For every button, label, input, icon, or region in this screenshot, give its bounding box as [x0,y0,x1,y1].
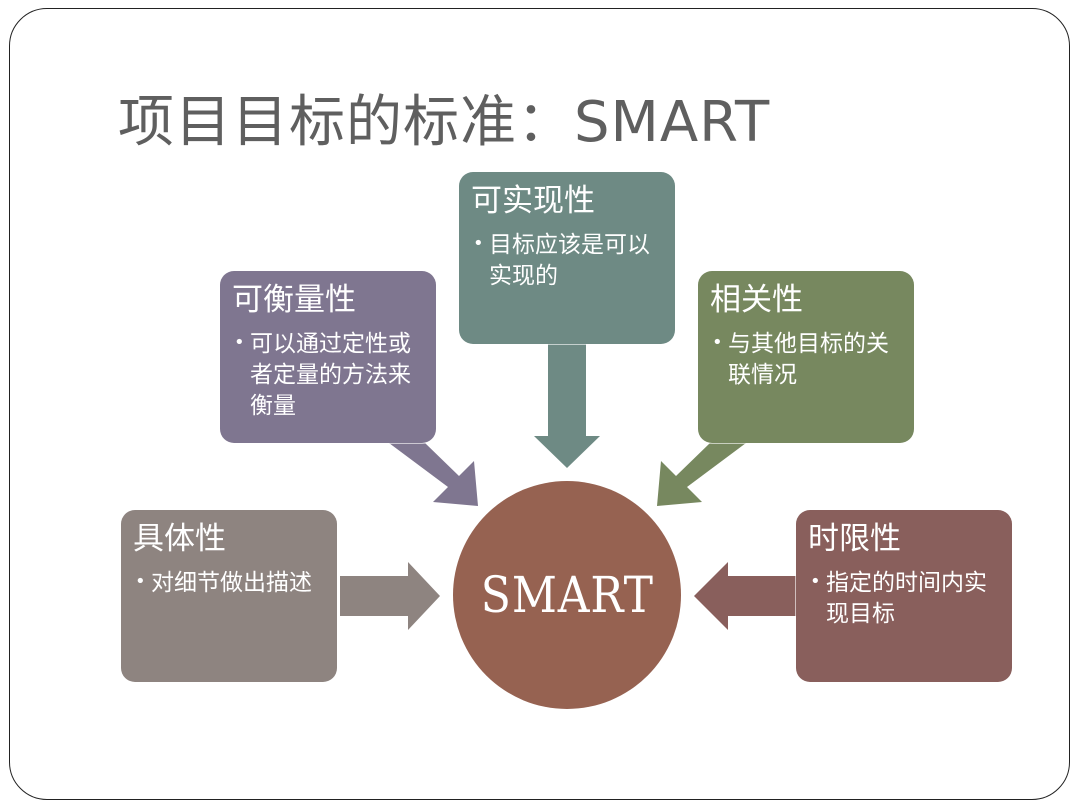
box-heading: 可衡量性 [232,282,356,318]
box-bullet: 目标应该是可以实现的 [471,228,665,292]
slide-title: 项目目标的标准：SMART [118,90,771,155]
arrow-achievable [534,344,600,468]
box-specific: 具体性 对细节做出描述 [121,510,337,682]
box-heading: 相关性 [710,282,803,318]
arrow-specific [340,562,440,630]
smart-center-circle: SMART [453,481,681,709]
box-timebound: 时限性 指定的时间内实现目标 [796,510,1012,682]
box-bullet: 与其他目标的关联情况 [710,327,904,391]
box-bullet: 指定的时间内实现目标 [808,566,1002,630]
arrow-timebound [694,562,796,630]
box-heading: 时限性 [808,521,901,557]
arrow-relevant [657,443,746,506]
box-measurable: 可衡量性 可以通过定性或者定量的方法来衡量 [220,271,436,443]
arrow-measurable [389,443,478,506]
center-label: SMART [480,566,654,624]
box-achievable: 可实现性 目标应该是可以实现的 [459,172,675,344]
box-relevant: 相关性 与其他目标的关联情况 [698,271,914,443]
box-bullet: 对细节做出描述 [133,566,327,599]
box-heading: 具体性 [133,521,226,557]
box-heading: 可实现性 [471,183,595,219]
box-bullet: 可以通过定性或者定量的方法来衡量 [232,327,426,422]
